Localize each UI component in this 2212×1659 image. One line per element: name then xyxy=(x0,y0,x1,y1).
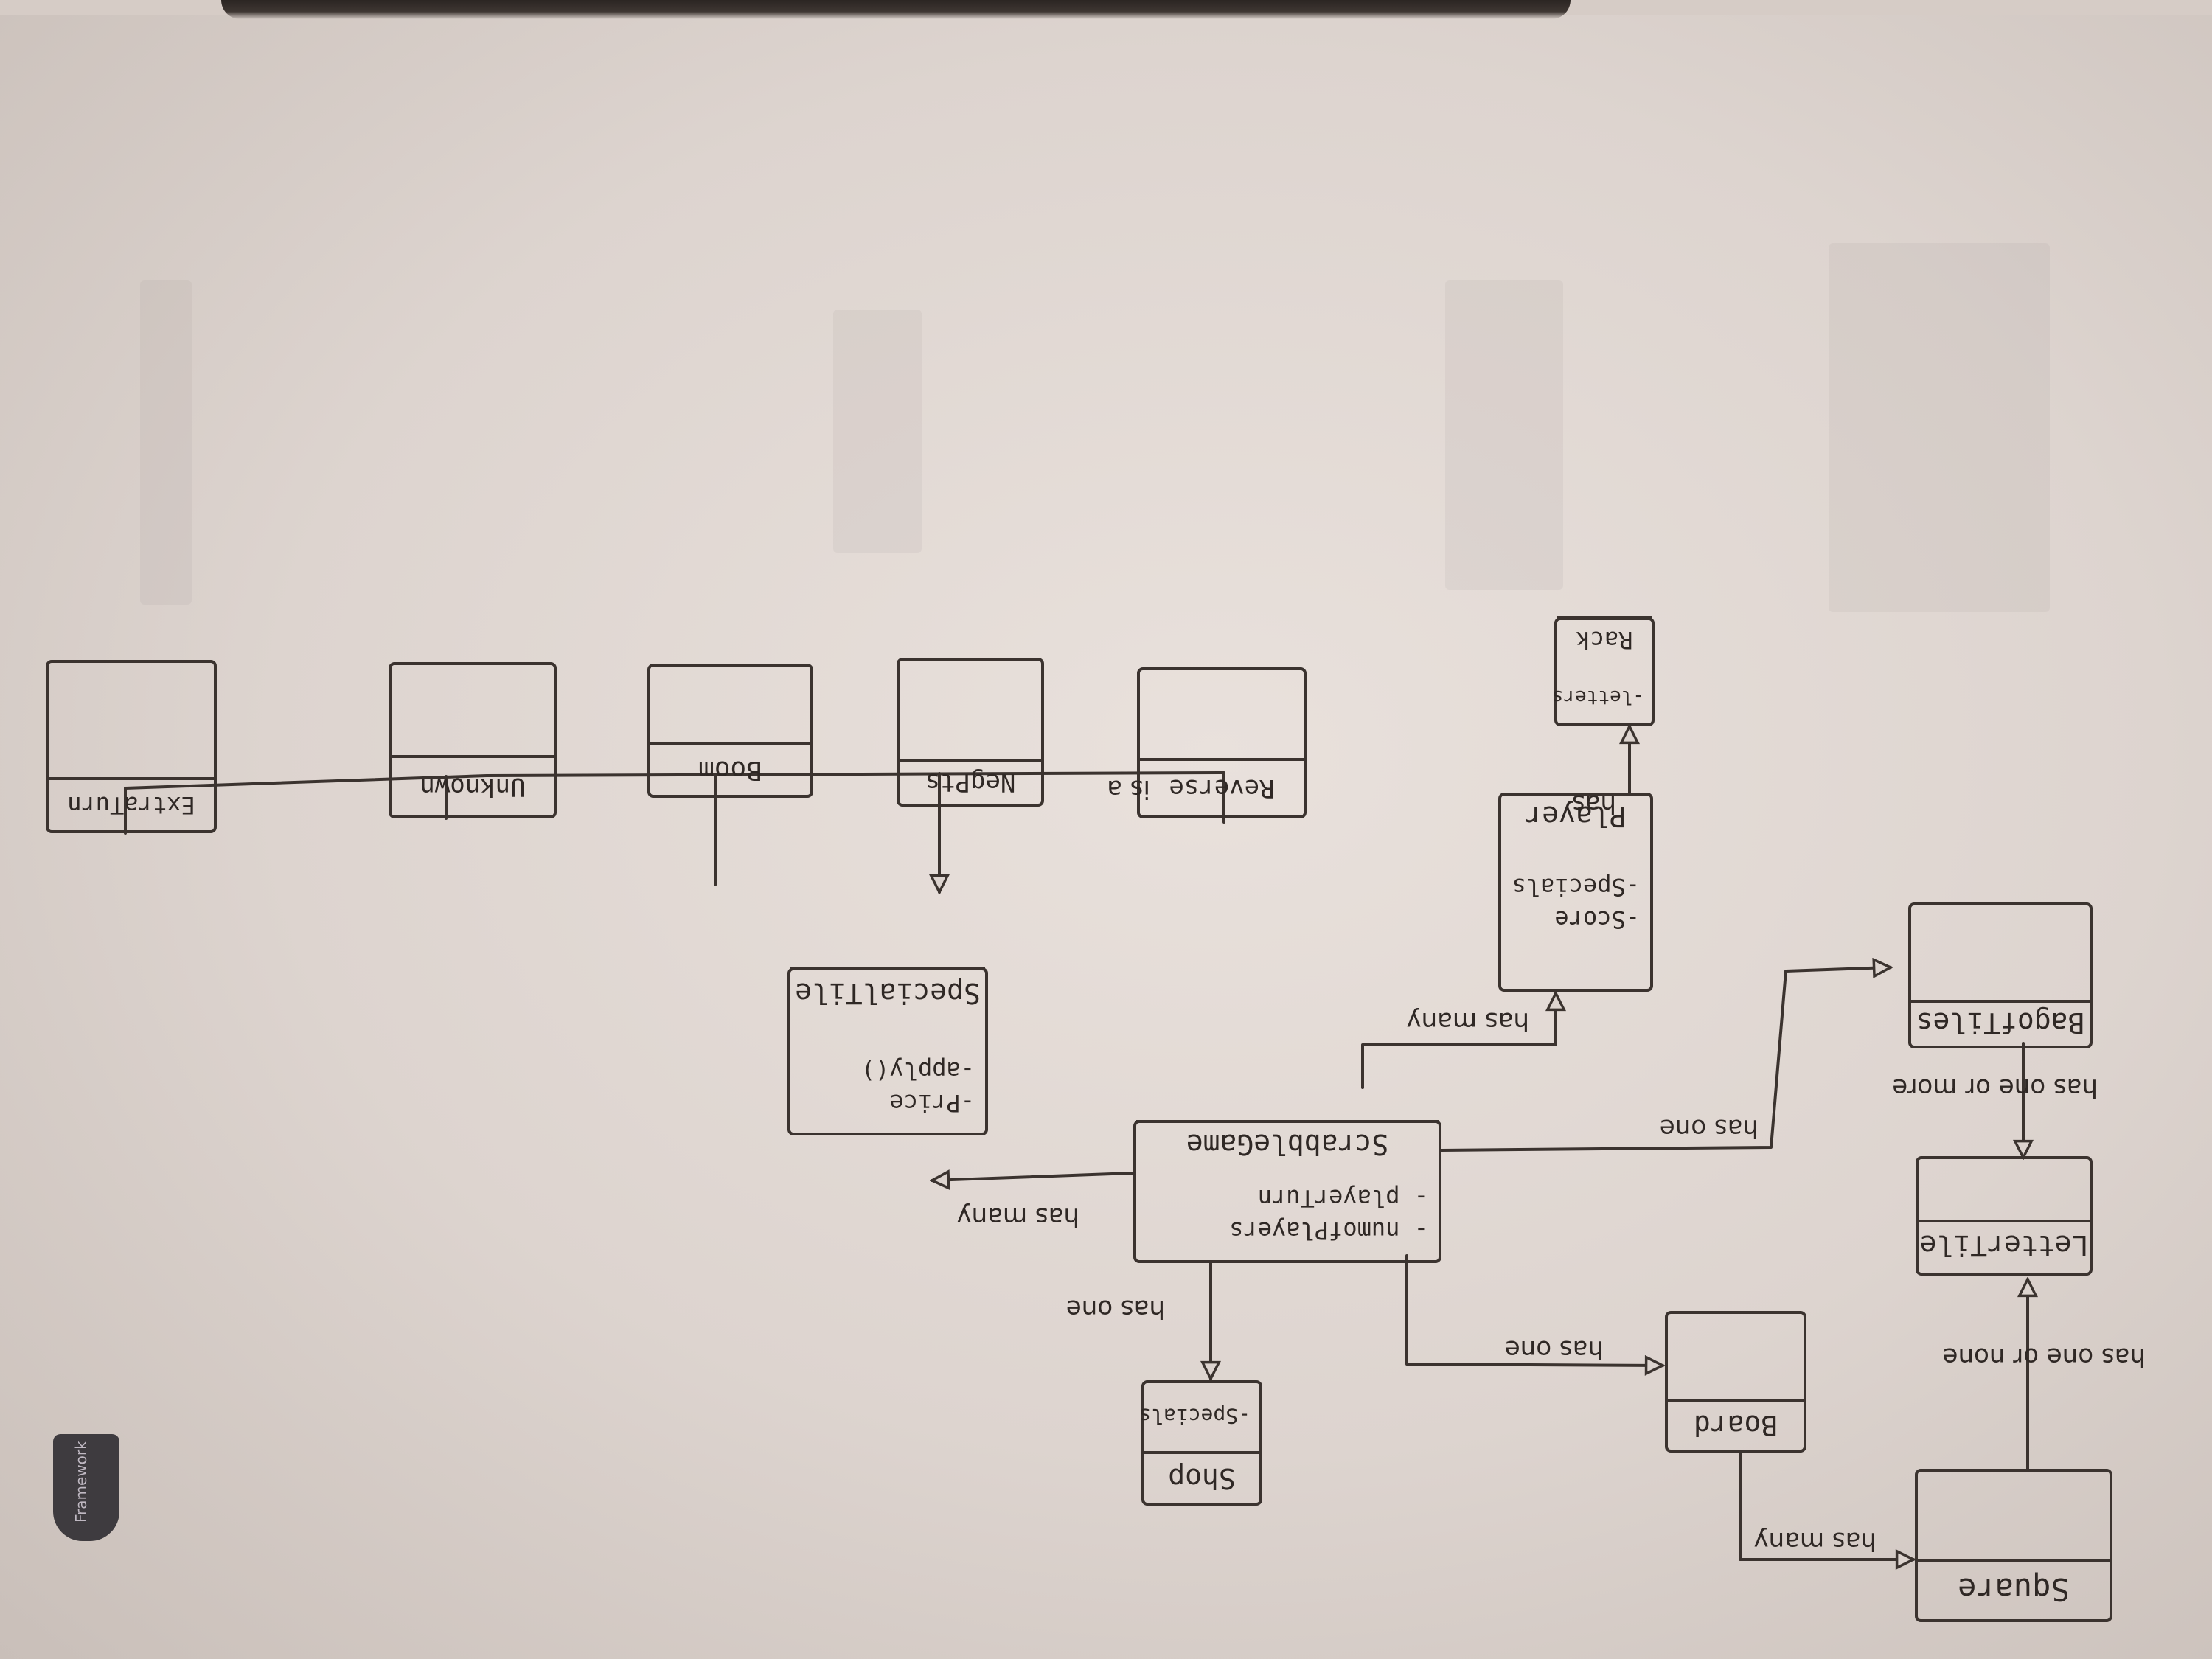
class-name: Rack xyxy=(1557,616,1652,661)
class-letter-tile: LetterTile xyxy=(1916,1156,2093,1276)
class-name: Reverse xyxy=(1140,758,1304,815)
line-board-square xyxy=(1739,1451,1913,1559)
class-name: Shop xyxy=(1144,1451,1259,1503)
class-name: Board xyxy=(1668,1399,1804,1450)
class-unknown: Unknown xyxy=(389,662,557,818)
label-player-rack: has xyxy=(1571,789,1616,818)
class-name: BagofTiles xyxy=(1911,1000,2090,1046)
class-player: Player -Score -Specials xyxy=(1498,793,1653,992)
class-scrabble-game: ScrabbleGame - numofPlayers - playerTurn xyxy=(1133,1120,1441,1263)
top-shadow xyxy=(221,0,1571,19)
class-neg-pts: NegPts xyxy=(897,658,1044,807)
label-game-board: has one xyxy=(1504,1335,1604,1364)
class-square: Square xyxy=(1915,1469,2112,1622)
label-square-letter: has one or none xyxy=(1942,1342,2146,1371)
framework-tab: Framework xyxy=(53,1434,119,1541)
label-game-player: has many xyxy=(1406,1006,1529,1036)
line-game-board xyxy=(1405,1254,1663,1366)
label-is-a: is a xyxy=(1107,774,1150,804)
class-rack: Rack -letters xyxy=(1551,616,1655,726)
label-game-bag: has one xyxy=(1659,1113,1759,1143)
bleed-through-mark xyxy=(140,280,192,605)
label-bag-letter: has one or more xyxy=(1892,1073,2098,1102)
line-game-bag xyxy=(1440,967,1891,1152)
class-boom: Boom xyxy=(647,664,813,798)
bleed-through-mark xyxy=(833,310,922,553)
line-game-special xyxy=(932,1173,1134,1180)
class-attributes: -letters xyxy=(1551,686,1644,708)
class-attributes: -Score -Specials xyxy=(1512,873,1640,933)
class-extra-turn: ExtraTurn xyxy=(46,660,217,833)
bleed-through-mark xyxy=(1445,280,1563,590)
label-board-square: has many xyxy=(1753,1526,1877,1556)
bleed-through-mark xyxy=(1829,243,2050,612)
paper-sheet xyxy=(0,15,2212,1659)
class-name: ScrabbleGame xyxy=(1136,1120,1439,1166)
line-tile-hierarchy-bus xyxy=(124,771,1225,824)
label-game-shop: has one xyxy=(1065,1294,1165,1324)
class-reverse: Reverse xyxy=(1137,667,1307,818)
class-name: SpecialTile xyxy=(790,967,985,1018)
class-attributes: -Specials xyxy=(1138,1404,1251,1428)
class-special-tile: SpecialTile -Price -apply() xyxy=(787,967,988,1135)
class-board: Board xyxy=(1665,1311,1806,1453)
line-game-player xyxy=(1361,993,1556,1089)
class-shop: Shop -Specials xyxy=(1138,1380,1262,1506)
class-name: NegPts xyxy=(900,759,1041,804)
class-attributes: -Price -apply() xyxy=(860,1057,975,1117)
label-game-special: has many xyxy=(956,1202,1079,1231)
class-attributes: - numofPlayers - playerTurn xyxy=(1229,1184,1428,1245)
class-name: LetterTile xyxy=(1919,1220,2090,1273)
class-name: ExtraTurn xyxy=(49,777,214,830)
class-name: Boom xyxy=(650,742,810,795)
class-bag-of-tiles: BagofTiles xyxy=(1908,902,2093,1048)
class-name: Unknown xyxy=(392,755,554,815)
class-name: Square xyxy=(1918,1559,2110,1619)
